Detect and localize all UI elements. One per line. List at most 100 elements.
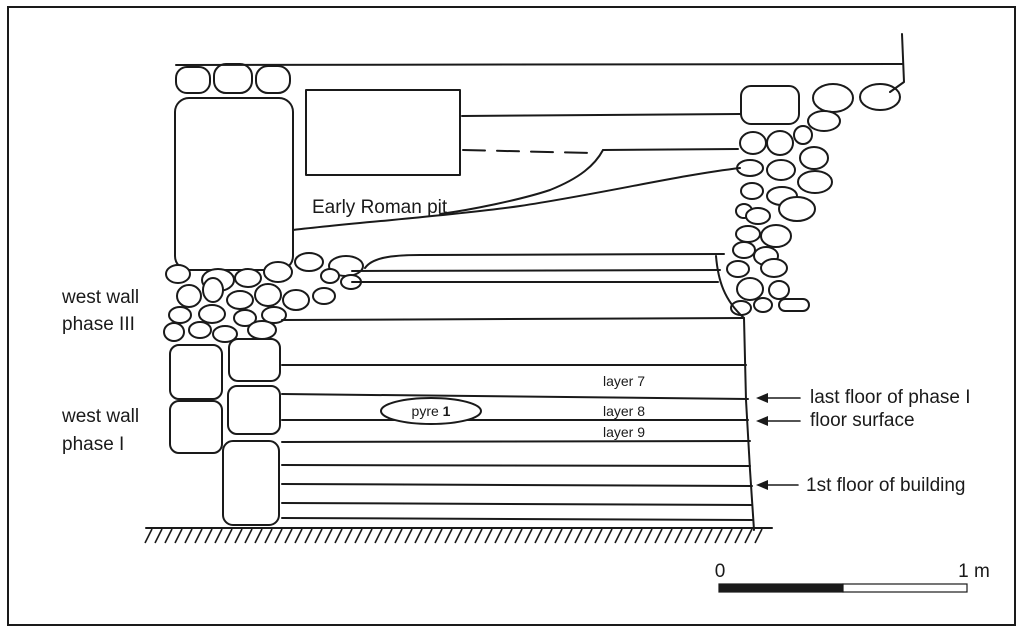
ground-hatch — [584, 528, 593, 544]
ground-hatch — [374, 528, 383, 544]
ground-hatch — [334, 528, 343, 544]
ground-hatch — [274, 528, 283, 544]
ground-hatch — [674, 528, 683, 544]
ground-hatch — [554, 528, 563, 544]
scale-bar: 0 1 m — [715, 561, 990, 593]
ground-hatch — [514, 528, 523, 544]
ground-hatch — [494, 528, 503, 544]
ground-hatch — [204, 528, 213, 544]
stone — [226, 290, 254, 310]
ground-hatch — [724, 528, 733, 544]
ground-hatch — [354, 528, 363, 544]
ground-hatch — [224, 528, 233, 544]
labels: Early Roman pit west wall phase III west… — [61, 197, 971, 496]
stone — [213, 63, 253, 94]
label-layer-9: layer 9 — [603, 424, 645, 440]
stone — [168, 306, 192, 324]
stone — [768, 280, 790, 300]
ground-hatch — [264, 528, 273, 544]
label-west-wall-phase3-line2: phase III — [62, 314, 135, 335]
stone — [254, 283, 282, 307]
stone — [212, 325, 238, 343]
ground-hatch — [484, 528, 493, 544]
figure-frame — [7, 6, 1016, 626]
ground-hatch — [284, 528, 293, 544]
stone — [247, 320, 277, 340]
block — [169, 344, 223, 400]
stone — [735, 225, 761, 243]
label-west-wall-phase3-line1: west wall — [61, 287, 139, 308]
ground-line — [144, 527, 773, 544]
ground-hatch — [664, 528, 673, 544]
ground-hatch — [734, 528, 743, 544]
large-block — [174, 97, 294, 271]
stone — [188, 321, 212, 339]
west-wall — [163, 63, 364, 526]
stone — [176, 284, 202, 308]
ground-hatch — [324, 528, 333, 544]
ground-hatch — [474, 528, 483, 544]
stone — [165, 264, 191, 284]
ground-hatch — [534, 528, 543, 544]
stone — [732, 241, 756, 259]
ground-hatch — [394, 528, 403, 544]
label-west-wall-phase1-line1: west wall — [61, 406, 139, 427]
ground-hatch — [464, 528, 473, 544]
ground-hatch — [544, 528, 553, 544]
label-layer-8: layer 8 — [603, 403, 645, 419]
label-first-floor: 1st floor of building — [806, 475, 966, 496]
pit-outline — [305, 89, 461, 176]
ground-hatch — [524, 528, 533, 544]
ground-hatch — [214, 528, 223, 544]
ground-hatch — [754, 528, 763, 544]
ground-hatch — [364, 528, 373, 544]
stone — [745, 207, 771, 225]
stone — [198, 304, 226, 324]
stone — [261, 306, 287, 324]
ground-hatch — [644, 528, 653, 544]
ground-hatch — [574, 528, 583, 544]
stone — [766, 159, 796, 181]
stone — [202, 277, 224, 303]
stone — [234, 268, 262, 288]
ground-hatch — [744, 528, 753, 544]
stone — [799, 146, 829, 170]
ground-hatch — [564, 528, 573, 544]
ground-hatch — [344, 528, 353, 544]
label-pyre: pyre 1 — [412, 403, 451, 419]
stone — [793, 125, 813, 145]
label-last-floor: last floor of phase I — [810, 387, 971, 408]
ground-hatch — [194, 528, 203, 544]
block — [222, 440, 280, 526]
label-layer-7: layer 7 — [603, 373, 645, 389]
stone — [740, 182, 764, 200]
ground-hatch — [634, 528, 643, 544]
scale-end-label: 1 m — [958, 561, 990, 582]
ground-hatch — [404, 528, 413, 544]
stone — [255, 65, 291, 94]
ground-hatch — [614, 528, 623, 544]
ground-hatch — [294, 528, 303, 544]
label-west-wall-phase1-line2: phase I — [62, 434, 124, 455]
ground-hatch — [434, 528, 443, 544]
stratigraphy — [175, 33, 905, 531]
ground-hatch — [384, 528, 393, 544]
ground-hatch — [304, 528, 313, 544]
stone — [726, 260, 750, 278]
ground-hatch — [654, 528, 663, 544]
label-floor-surface: floor surface — [810, 410, 915, 431]
stone — [778, 196, 816, 222]
pyre-number: 1 — [443, 403, 451, 419]
ground-hatch — [154, 528, 163, 544]
stone — [760, 258, 788, 278]
stone — [778, 298, 810, 312]
ground-hatch — [454, 528, 463, 544]
label-early-roman-pit: Early Roman pit — [312, 197, 448, 218]
pyre-outline — [380, 397, 482, 425]
stone — [739, 131, 767, 155]
stone — [263, 261, 293, 283]
ground-hatch — [624, 528, 633, 544]
ground-hatch — [314, 528, 323, 544]
ground-hatch — [594, 528, 603, 544]
ground-hatch — [424, 528, 433, 544]
